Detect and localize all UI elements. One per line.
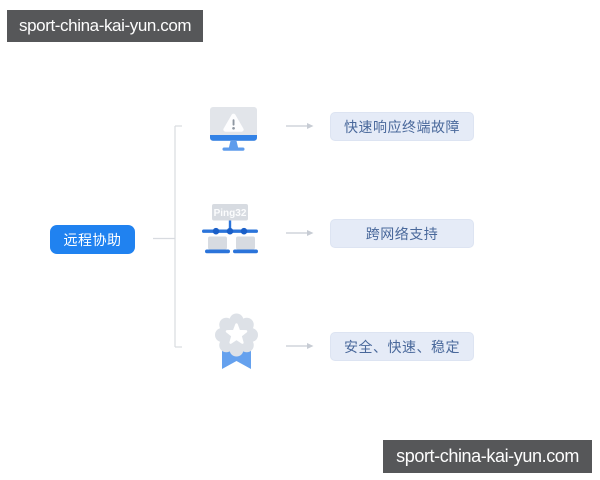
- watermark-badge-bottom: sport-china-kai-yun.com: [383, 440, 592, 473]
- remote-assist-node[interactable]: 远程协助: [50, 225, 135, 254]
- ping32-network-icon: Ping32: [202, 204, 258, 255]
- benefit-box-safe-fast-stable: 安全、快速、稳定: [330, 332, 474, 361]
- watermark-text-top: sport-china-kai-yun.com: [19, 16, 192, 35]
- remote-assist-label: 远程协助: [63, 231, 122, 248]
- benefit-label: 安全、快速、稳定: [344, 338, 460, 355]
- benefit-label: 跨网络支持: [365, 225, 439, 242]
- bracket-lines: [153, 125, 182, 348]
- arrow-heads: [307, 123, 314, 349]
- watermark-badge-top: sport-china-kai-yun.com: [7, 10, 204, 42]
- ping32-label: Ping32: [214, 208, 247, 219]
- monitor-alert-icon: [210, 107, 257, 152]
- benefit-box-cross-network: 跨网络支持: [330, 219, 474, 248]
- arrow-shafts: [286, 125, 308, 347]
- benefit-box-fault-response: 快速响应终端故障: [330, 112, 474, 141]
- watermark-text-bottom: sport-china-kai-yun.com: [396, 446, 579, 466]
- benefit-label: 快速响应终端故障: [344, 118, 460, 135]
- award-medal-icon: [214, 312, 259, 372]
